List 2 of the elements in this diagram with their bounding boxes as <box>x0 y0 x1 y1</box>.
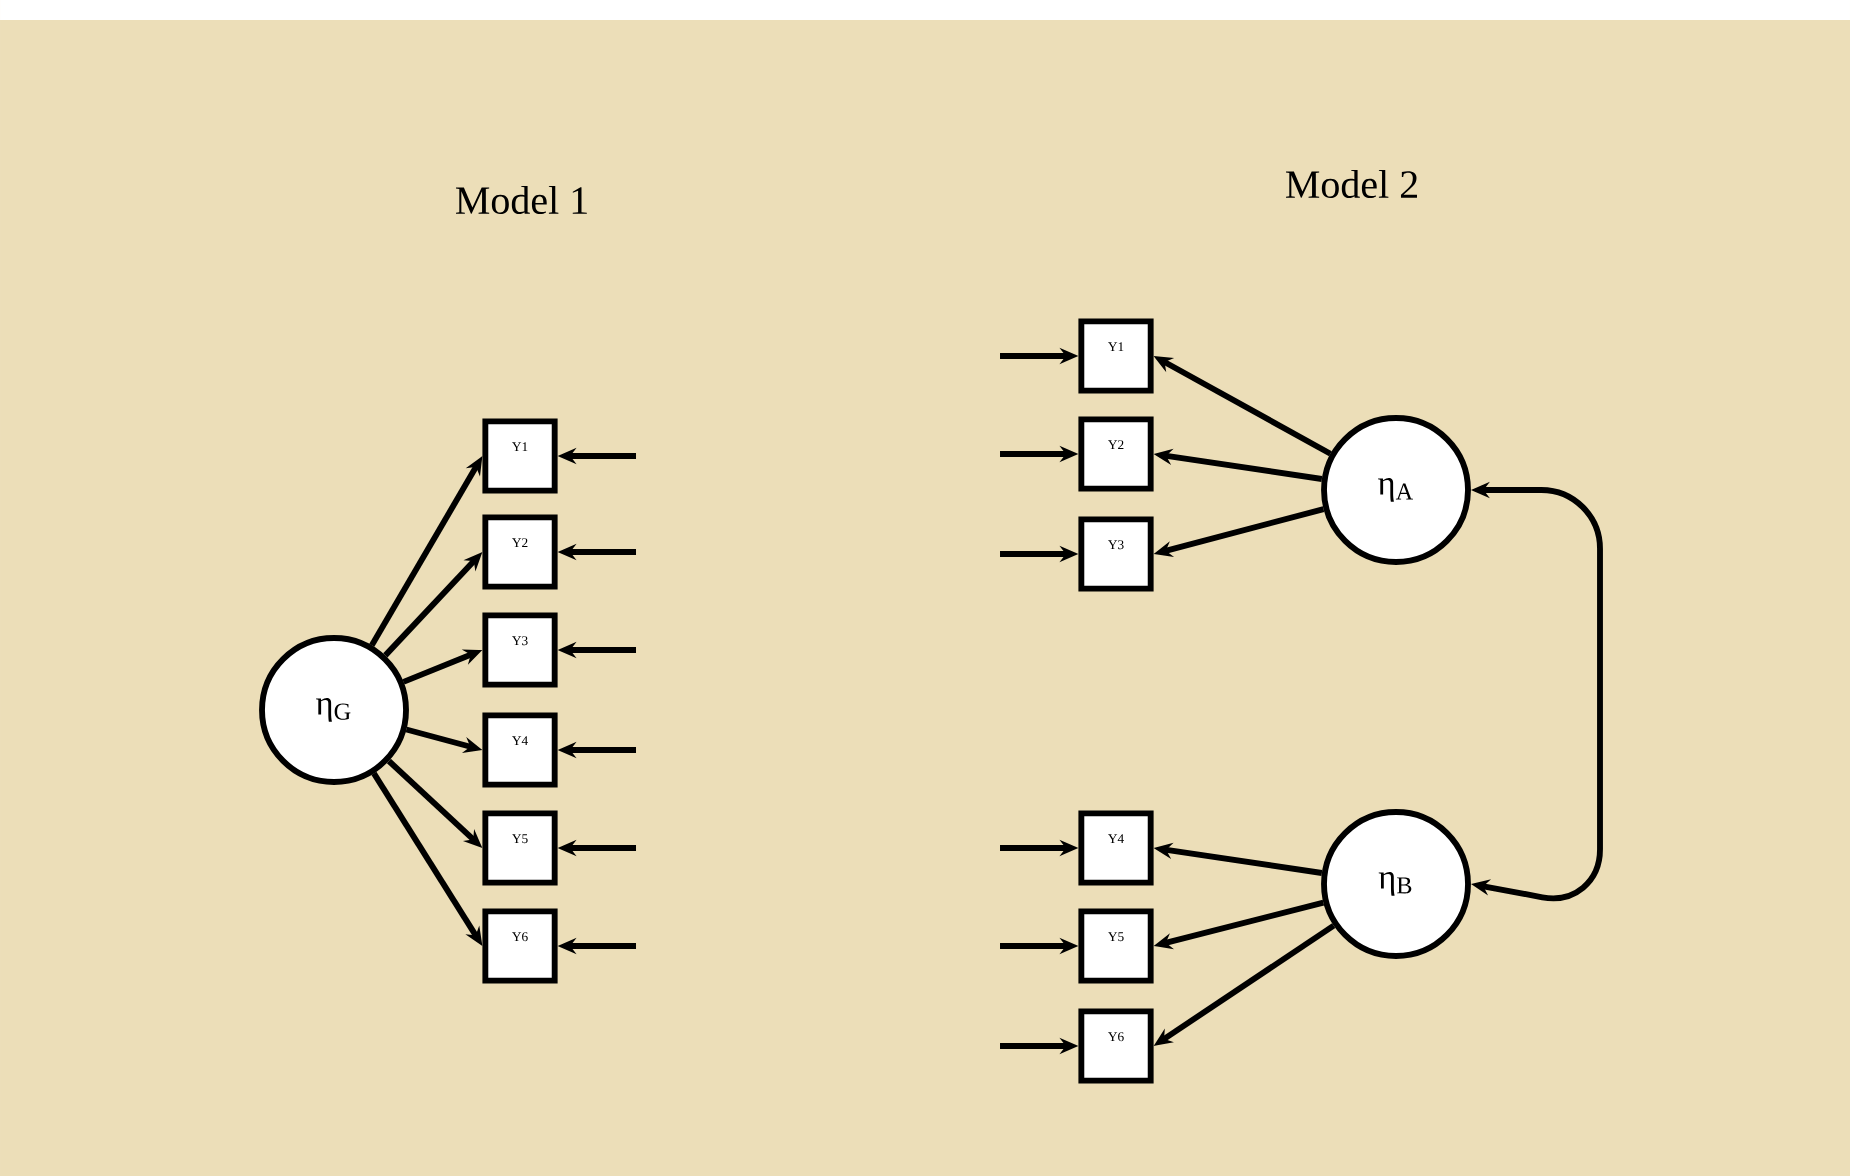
model-title: Model 1 <box>455 185 587 215</box>
model-title: Model 2 <box>1285 169 1417 199</box>
